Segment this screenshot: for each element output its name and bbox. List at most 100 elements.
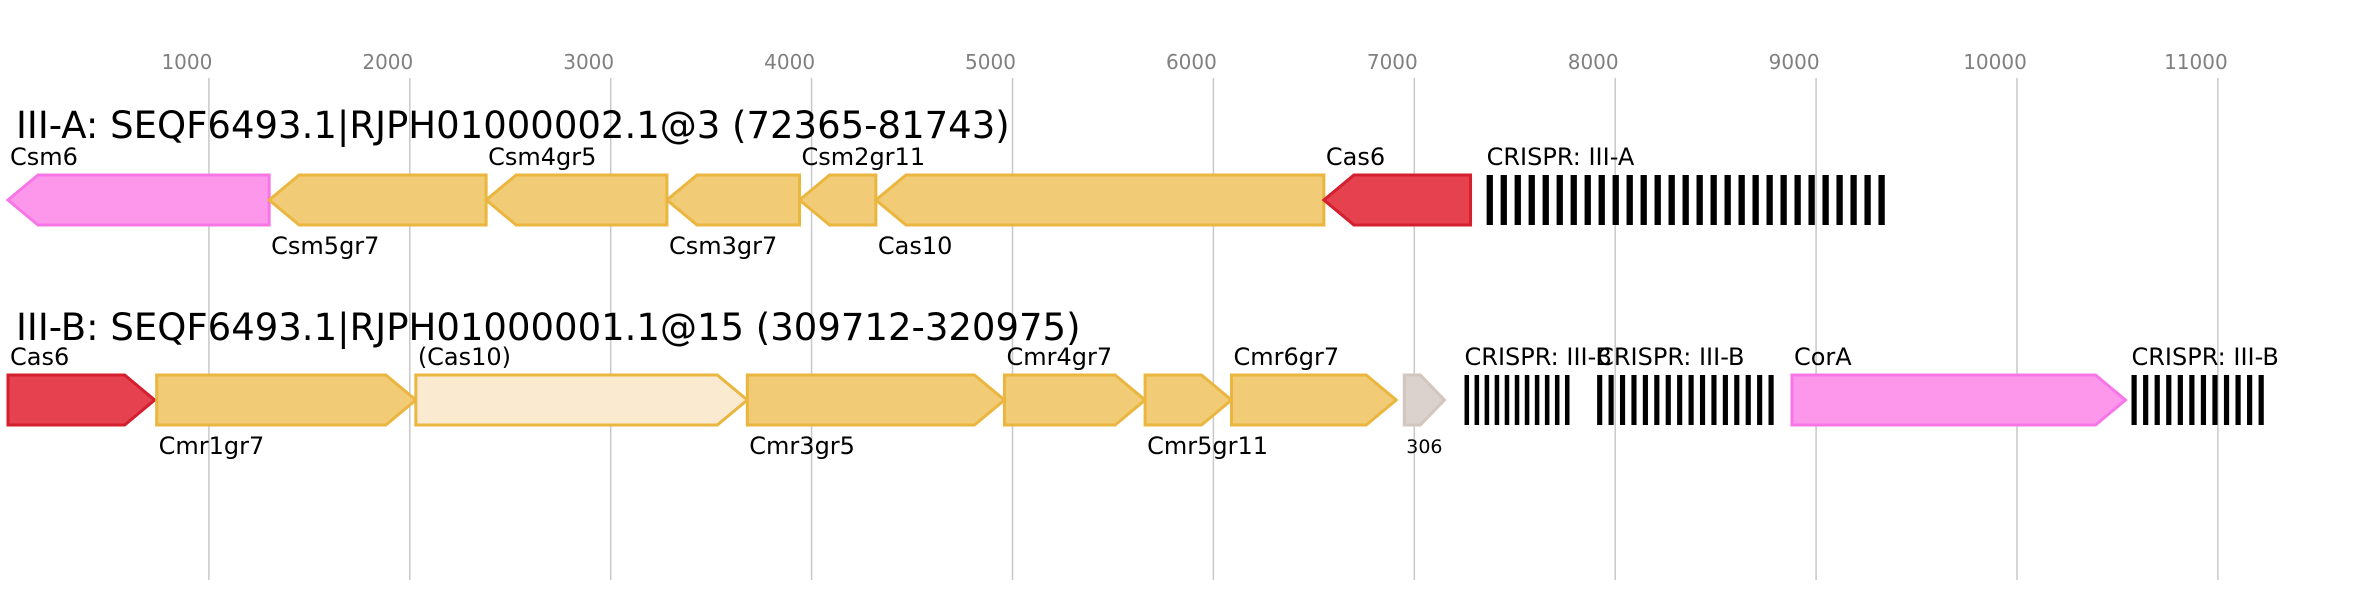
crispr-repeat [1836, 175, 1843, 225]
gene-cas10: Cas10 [873, 173, 1326, 260]
crispr-array-label: CRISPR: III-B [1597, 343, 1744, 371]
crispr-repeat [1780, 175, 1787, 225]
crispr-repeat [1794, 175, 1801, 225]
gene-arrow [5, 173, 271, 227]
grid-layer [208, 78, 2219, 580]
crispr-repeat [1484, 375, 1490, 425]
gene-arrow [664, 173, 802, 227]
crispr-repeat [1682, 175, 1689, 225]
gene-arrow [6, 373, 158, 427]
tick-label: 9000 [1769, 50, 1820, 74]
gene-label: Cmr5gr11 [1147, 432, 1268, 460]
crispr-repeat [1534, 375, 1540, 425]
crispr-repeat [1619, 375, 1626, 425]
crispr-repeat [1631, 375, 1637, 425]
crispr-repeat [1524, 375, 1530, 425]
gene-arrow [797, 173, 878, 227]
crispr-repeat [2200, 375, 2207, 425]
crispr-repeat [1500, 175, 1507, 225]
crispr-array: CRISPR: III-B [2131, 343, 2279, 425]
crispr-repeat [1752, 175, 1759, 225]
gene-arrow [155, 373, 419, 427]
gene-arrow [1002, 373, 1148, 427]
crispr-array: CRISPR: III-A [1486, 143, 1885, 225]
gene-arrow [745, 373, 1007, 427]
crispr-repeat [1570, 175, 1577, 225]
locus-title-iii-b: III-B: SEQF6493.1|RJPH01000001.1@15 (309… [16, 306, 1081, 349]
crispr-repeat [1768, 375, 1774, 425]
gene-arrow [1790, 373, 2128, 427]
locus-title-iii-a: III-A: SEQF6493.1|RJPH01000002.1@3 (7236… [16, 104, 1010, 147]
crispr-repeat [1597, 375, 1603, 425]
crispr-repeat [1677, 375, 1683, 425]
crispr-repeat [1464, 375, 1470, 425]
gene-label: Cmr4gr7 [1006, 343, 1112, 371]
crispr-repeat [1564, 375, 1570, 425]
crispr-repeat [2143, 375, 2149, 425]
gene-cmr5gr11: Cmr5gr11 [1143, 373, 1268, 460]
crispr-repeat [1626, 175, 1633, 225]
gene-cmr1gr7: Cmr1gr7 [155, 373, 419, 460]
gene-label: Csm6 [10, 143, 78, 171]
tick-label: 8000 [1568, 50, 1619, 74]
gene-cas6: Cas6 [1321, 143, 1473, 227]
crispr-repeat [1514, 175, 1521, 225]
crispr-repeat [1612, 175, 1619, 225]
crispr-array-label: CRISPR: III-A [1487, 143, 1635, 171]
crispr-repeat [1584, 175, 1591, 225]
gene-label: Cmr3gr5 [749, 432, 855, 460]
crispr-array: CRISPR: III-B [1597, 343, 1774, 425]
crispr-repeat [1878, 175, 1885, 225]
tick-label: 7000 [1367, 50, 1418, 74]
crispr-repeat [1696, 175, 1703, 225]
crispr-repeat [1554, 375, 1560, 425]
gene-label: Cas10 [878, 232, 953, 260]
crispr-array-label: CRISPR: III-B [1465, 343, 1612, 371]
gene-arrow [483, 173, 669, 227]
gene-label: Csm5gr7 [271, 232, 379, 260]
crispr-repeat [2154, 375, 2160, 425]
gene-label: CorA [1794, 343, 1852, 371]
gene-cmr3gr5: Cmr3gr5 [745, 373, 1007, 460]
crispr-array-label: CRISPR: III-B [2132, 343, 2279, 371]
gene-cmr4gr7: Cmr4gr7 [1002, 343, 1148, 427]
crispr-repeat [1598, 175, 1605, 225]
crispr-repeat [1528, 175, 1535, 225]
crispr-array: CRISPR: III-B [1464, 343, 1612, 425]
gene-csm2gr11: Csm2gr11 [797, 143, 925, 227]
crispr-repeat [1654, 175, 1661, 225]
crispr-repeat [1850, 175, 1857, 225]
crispr-repeat [1738, 175, 1745, 225]
crispr-repeat [1734, 375, 1740, 425]
gene-label: 306 [1406, 436, 1442, 458]
crispr-repeat [1766, 175, 1773, 225]
crispr-repeat [1556, 175, 1563, 225]
gene-arrow [1402, 373, 1447, 427]
tick-label: 6000 [1166, 50, 1217, 74]
gene-arrow [1229, 373, 1399, 427]
tick-label: 3000 [563, 50, 614, 74]
crispr-repeat [1486, 175, 1493, 225]
gene-arrow [1321, 173, 1473, 227]
crispr-repeat [1544, 375, 1550, 425]
crispr-repeat [1688, 375, 1694, 425]
gene-cmr6gr7: Cmr6gr7 [1229, 343, 1399, 427]
crispr-repeat [2131, 375, 2137, 425]
crispr-repeat [1724, 175, 1731, 225]
crispr-repeat [2177, 375, 2183, 425]
gene-label: Cas6 [1326, 143, 1385, 171]
gene-csm5gr7: Csm5gr7 [266, 173, 488, 260]
gene-csm4gr5: Csm4gr5 [483, 143, 669, 227]
gene-label: Csm4gr5 [488, 143, 596, 171]
gene-label: Cas6 [10, 343, 69, 371]
crispr-repeat [1864, 175, 1871, 225]
tick-label: 4000 [764, 50, 815, 74]
crispr-repeat [1722, 375, 1728, 425]
tick-label: 11000 [2164, 50, 2228, 74]
crispr-repeat [1665, 375, 1671, 425]
crispr-repeat [1514, 375, 1520, 425]
gene-label: Csm3gr7 [669, 232, 777, 260]
